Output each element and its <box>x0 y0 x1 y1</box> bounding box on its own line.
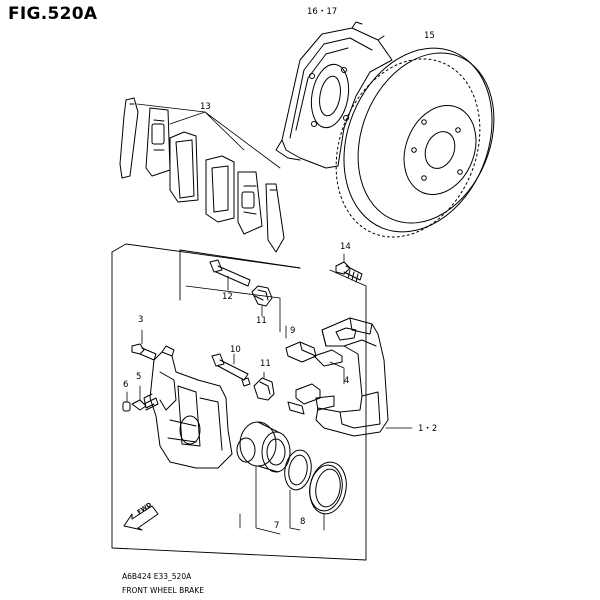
callout-8[interactable]: 8 <box>300 517 306 527</box>
callout-12[interactable]: 12 <box>222 292 233 302</box>
callout-10[interactable]: 10 <box>230 345 241 355</box>
callout-7[interactable]: 7 <box>274 521 280 531</box>
callout-11-upper[interactable]: 11 <box>256 316 267 326</box>
guide-pin-upper-drawing <box>185 259 281 333</box>
callout-13[interactable]: 13 <box>200 102 211 112</box>
bolt-14-drawing <box>335 253 363 283</box>
diagram-caption: FRONT WHEEL BRAKE <box>122 586 204 595</box>
guide-pin-lower-drawing <box>211 353 275 401</box>
assembly-boundary-lines <box>111 243 367 561</box>
piston-boot-drawing <box>309 461 347 515</box>
callout-15[interactable]: 15 <box>424 31 435 41</box>
callout-6[interactable]: 6 <box>123 380 129 390</box>
diagram-code: A6B424 E33_520A <box>122 572 192 581</box>
figure-title: FIG.520A <box>8 4 98 24</box>
dust-shield-drawing <box>275 21 393 169</box>
callout-5[interactable]: 5 <box>136 372 142 382</box>
pad-clips-drawing <box>285 341 345 415</box>
callout-11-lower[interactable]: 11 <box>260 359 271 369</box>
callout-9[interactable]: 9 <box>290 326 296 336</box>
caliper-bracket-drawing <box>315 317 413 437</box>
bleeder-screw-drawing <box>131 385 159 411</box>
callout-leader-lines <box>239 325 325 535</box>
caliper-body-drawing <box>143 345 233 469</box>
callout-16-17[interactable]: 16・17 <box>307 7 338 17</box>
piston-drawing <box>236 421 291 473</box>
bleeder-cap-drawing <box>122 391 131 412</box>
callout-3[interactable]: 3 <box>138 315 144 325</box>
bolt-3-drawing <box>131 329 157 361</box>
brake-disc-drawing <box>335 47 495 238</box>
brake-pads-drawing <box>119 97 285 253</box>
callout-1-2[interactable]: 1・2 <box>418 424 438 434</box>
callout-14[interactable]: 14 <box>340 242 351 252</box>
callout-4[interactable]: 4 <box>344 376 350 386</box>
piston-seal-drawing <box>284 449 312 491</box>
fwd-arrow-icon <box>123 505 159 531</box>
